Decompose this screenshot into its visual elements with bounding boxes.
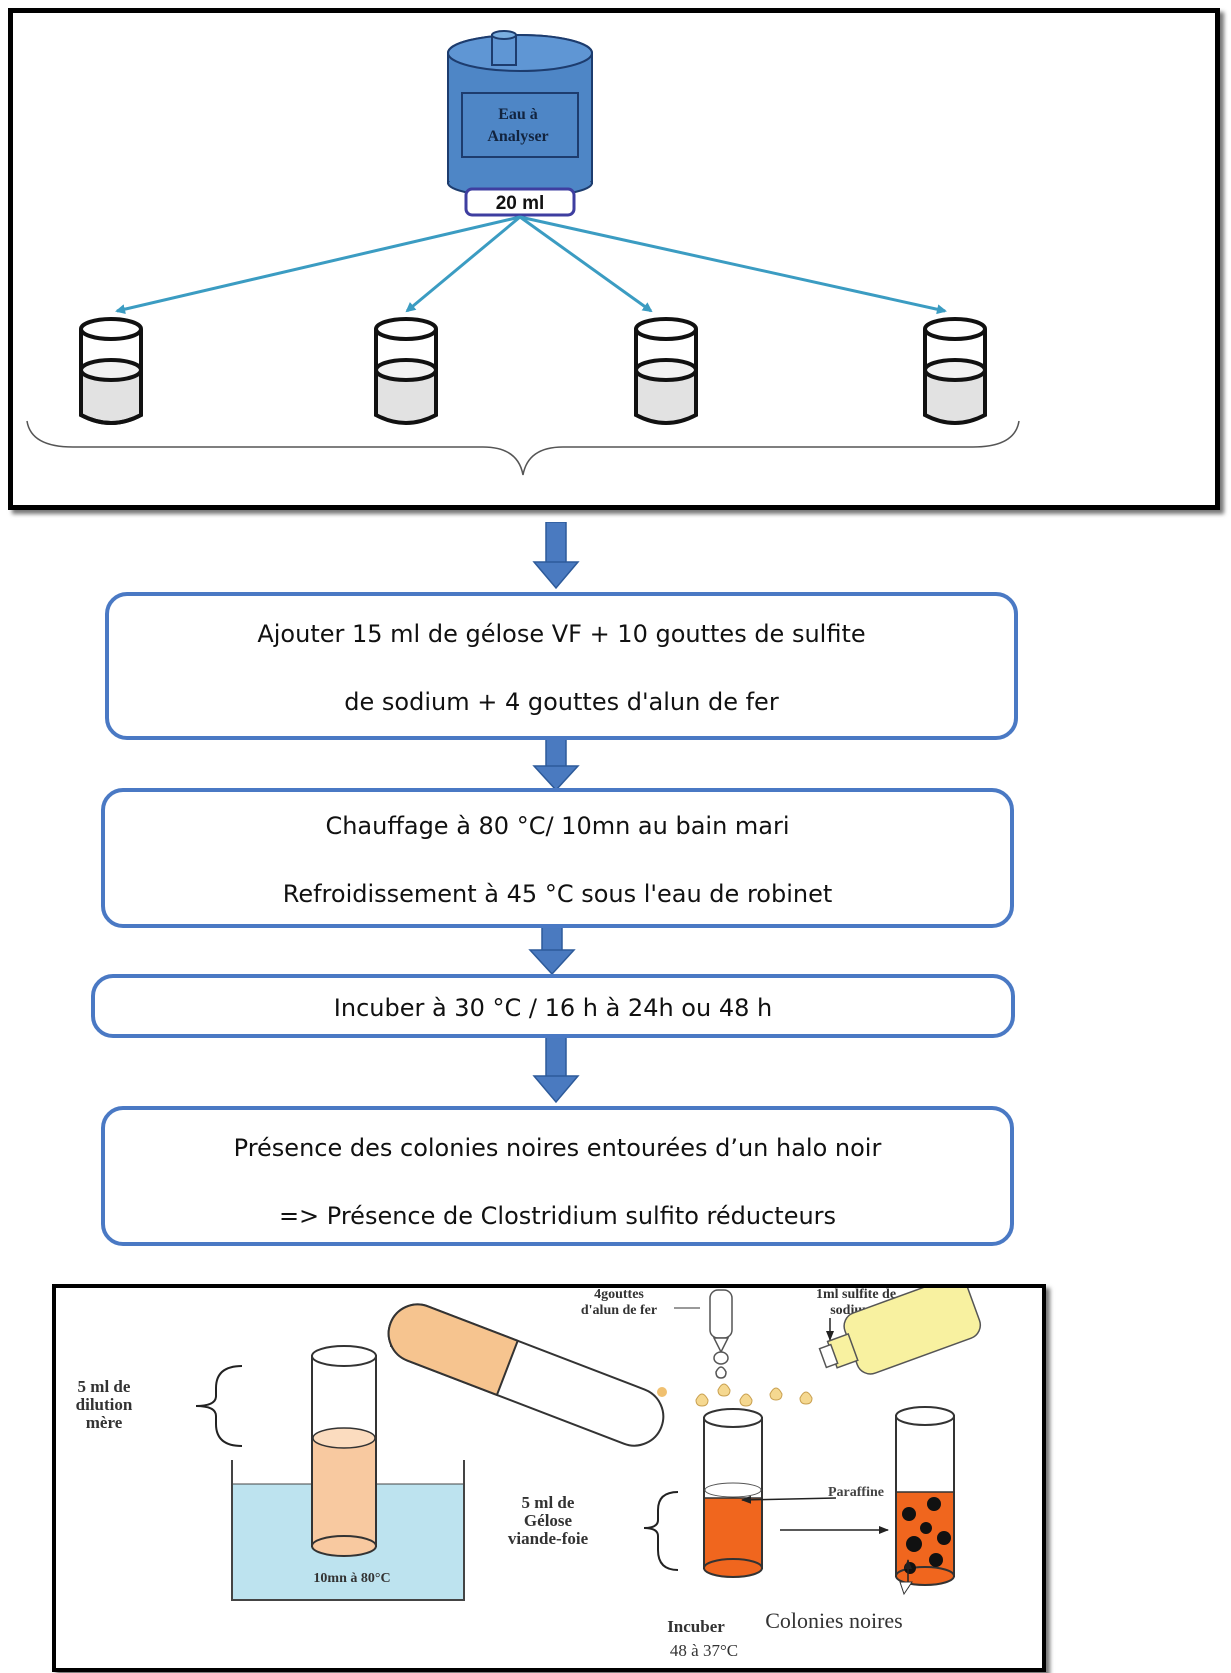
sulfite-label-line1: 1ml sulfite de: [816, 1288, 896, 1302]
down-arrow-icon: [532, 734, 580, 792]
grouping-brace: [26, 420, 1020, 476]
result-tube-icon: [895, 1406, 955, 1586]
dilution-label-line3: mère: [86, 1413, 123, 1432]
colonies-label: Colonies noires: [765, 1608, 903, 1633]
step-text-line1: Chauffage à 80 °C/ 10mn au bain mari: [325, 812, 790, 840]
black-colony-icon: [902, 1497, 951, 1574]
alun-label-line2: d'alun de fer: [581, 1303, 657, 1318]
gelose-label-line3: viande-foie: [508, 1529, 589, 1548]
alun-label-line1: 4gouttes: [594, 1288, 644, 1302]
bottle-label-line1: Eau à: [498, 106, 538, 123]
incubation-label-line2: 48 à 37°C: [670, 1641, 738, 1660]
sample-distribution-panel: Eau à Analyser 20 ml: [8, 8, 1220, 510]
droplet-icon: [657, 1387, 667, 1397]
test-tube-icon: [311, 1345, 377, 1557]
paraffine-label: Paraffine: [828, 1485, 884, 1500]
step-text-line2: Refroidissement à 45 °C sous l'eau de ro…: [282, 880, 833, 908]
beaker-icon-1: [79, 317, 143, 425]
volume-badge: [464, 187, 576, 217]
step-text-line1: Ajouter 15 ml de gélose VF + 10 gouttes …: [257, 620, 866, 648]
dilution-label-line1: 5 ml de: [78, 1377, 131, 1396]
droplet-icon: [695, 1383, 783, 1407]
beaker-icon-3: [634, 317, 698, 425]
step-text-line2: => Présence de Clostridium sulfito réduc…: [278, 1202, 837, 1230]
beaker-icon-2: [374, 317, 438, 425]
procedure-illustration-panel: 10mn à 80°C 5 ml de dilution mère 4goutt…: [52, 1276, 1046, 1672]
step-result: Présence des colonies noires entourées d…: [101, 1106, 1014, 1246]
sulfite-bottle-icon: [818, 1276, 982, 1375]
dilution-label-line2: dilution: [76, 1395, 133, 1414]
gelose-brace: [643, 1491, 679, 1571]
step-incubation: Incuber à 30 °C / 16 h à 24h ou 48 h: [91, 974, 1015, 1038]
paraffine-arrow: [741, 1495, 837, 1504]
bath-label: 10mn à 80°C: [313, 1571, 390, 1586]
down-arrow-icon: [532, 522, 580, 590]
down-arrow-icon: [528, 924, 576, 976]
step-text-line1: Présence des colonies noires entourées d…: [233, 1134, 882, 1162]
dilution-brace: [195, 1365, 243, 1447]
bottle-label-line2: Analyser: [487, 128, 548, 145]
water-bottle-icon: [447, 30, 593, 198]
step-text-line1: Incuber à 30 °C / 16 h à 24h ou 48 h: [333, 994, 773, 1022]
volume-label: 20 ml: [496, 193, 545, 214]
procedure-illustration: 10mn à 80°C 5 ml de dilution mère 4goutt…: [76, 1276, 982, 1660]
sample-distribution-illustration: Eau à Analyser 20 ml: [26, 30, 1020, 476]
incubation-label-line1: Incuber: [667, 1617, 725, 1636]
gelose-label-line1: 5 ml de: [522, 1493, 575, 1512]
tilted-tube-icon: [387, 1303, 665, 1447]
beaker-icon-4: [923, 317, 987, 425]
droplet-icon: [799, 1391, 813, 1405]
gelose-label-line2: Gélose: [524, 1511, 573, 1530]
distribution-arrows: [115, 215, 947, 315]
dropper-icon: [709, 1289, 733, 1379]
down-arrow-icon: [532, 1036, 580, 1104]
step-text-line2: de sodium + 4 gouttes d'alun de fer: [344, 688, 779, 716]
step-add-reagents: Ajouter 15 ml de gélose VF + 10 gouttes …: [105, 592, 1018, 740]
gelose-tube-icon: [703, 1408, 763, 1578]
water-bath-icon: [231, 1460, 465, 1601]
step-heating-cooling: Chauffage à 80 °C/ 10mn au bain mari Ref…: [101, 788, 1014, 928]
